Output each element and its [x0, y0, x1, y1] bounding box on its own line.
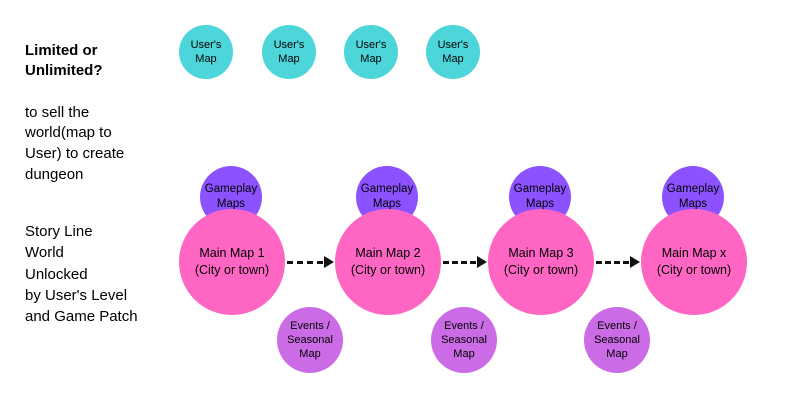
main-map-label: Main Map 3 (City or town)	[503, 246, 579, 277]
event-map-label: Events / Seasonal Map	[594, 319, 640, 361]
event-map-circle: Events / Seasonal Map	[277, 307, 343, 373]
arrow-head-icon	[324, 256, 334, 268]
main-map-circle: Main Map 3 (City or town)	[488, 209, 594, 315]
gameplay-maps-label: Gameplay Maps	[513, 183, 567, 210]
gameplay-maps-label: Gameplay Maps	[666, 183, 720, 210]
flow-arrow	[443, 255, 487, 269]
note-story-line: Story Line World Unlocked by User's Leve…	[25, 223, 138, 326]
arrow-line	[596, 260, 629, 264]
gameplay-maps-label: Gameplay Maps	[360, 183, 414, 210]
main-map-label: Main Map 2 (City or town)	[350, 246, 426, 277]
user-map-circle: User's Map	[426, 25, 480, 79]
user-map-label: User's Map	[190, 38, 222, 65]
arrow-line	[443, 260, 476, 264]
flow-arrow	[596, 255, 640, 269]
arrow-line	[287, 260, 323, 264]
arrow-head-icon	[630, 256, 640, 268]
user-map-label: User's Map	[273, 38, 305, 65]
event-map-circle: Events / Seasonal Map	[431, 307, 497, 373]
main-map-circle: Main Map x (City or town)	[641, 209, 747, 315]
user-map-circle: User's Map	[179, 25, 233, 79]
event-map-circle: Events / Seasonal Map	[584, 307, 650, 373]
user-map-circle: User's Map	[344, 25, 398, 79]
event-map-label: Events / Seasonal Map	[287, 319, 333, 361]
user-map-label: User's Map	[437, 38, 469, 65]
arrow-head-icon	[477, 256, 487, 268]
note-limited-body: to sell the world(map to User) to create…	[25, 103, 125, 183]
main-map-label: Main Map x (City or town)	[656, 246, 732, 277]
user-map-circle: User's Map	[262, 25, 316, 79]
event-map-label: Events / Seasonal Map	[441, 319, 487, 361]
flow-arrow	[287, 255, 334, 269]
main-map-circle: Main Map 2 (City or town)	[335, 209, 441, 315]
main-map-circle: Main Map 1 (City or town)	[179, 209, 285, 315]
gameplay-maps-label: Gameplay Maps	[204, 183, 258, 210]
note-limited-title: Limited or Unlimited?	[25, 41, 103, 80]
main-map-label: Main Map 1 (City or town)	[194, 246, 270, 277]
user-map-label: User's Map	[355, 38, 387, 65]
note-limited-or-unlimited: Limited or Unlimited? to sell the world(…	[25, 20, 155, 206]
